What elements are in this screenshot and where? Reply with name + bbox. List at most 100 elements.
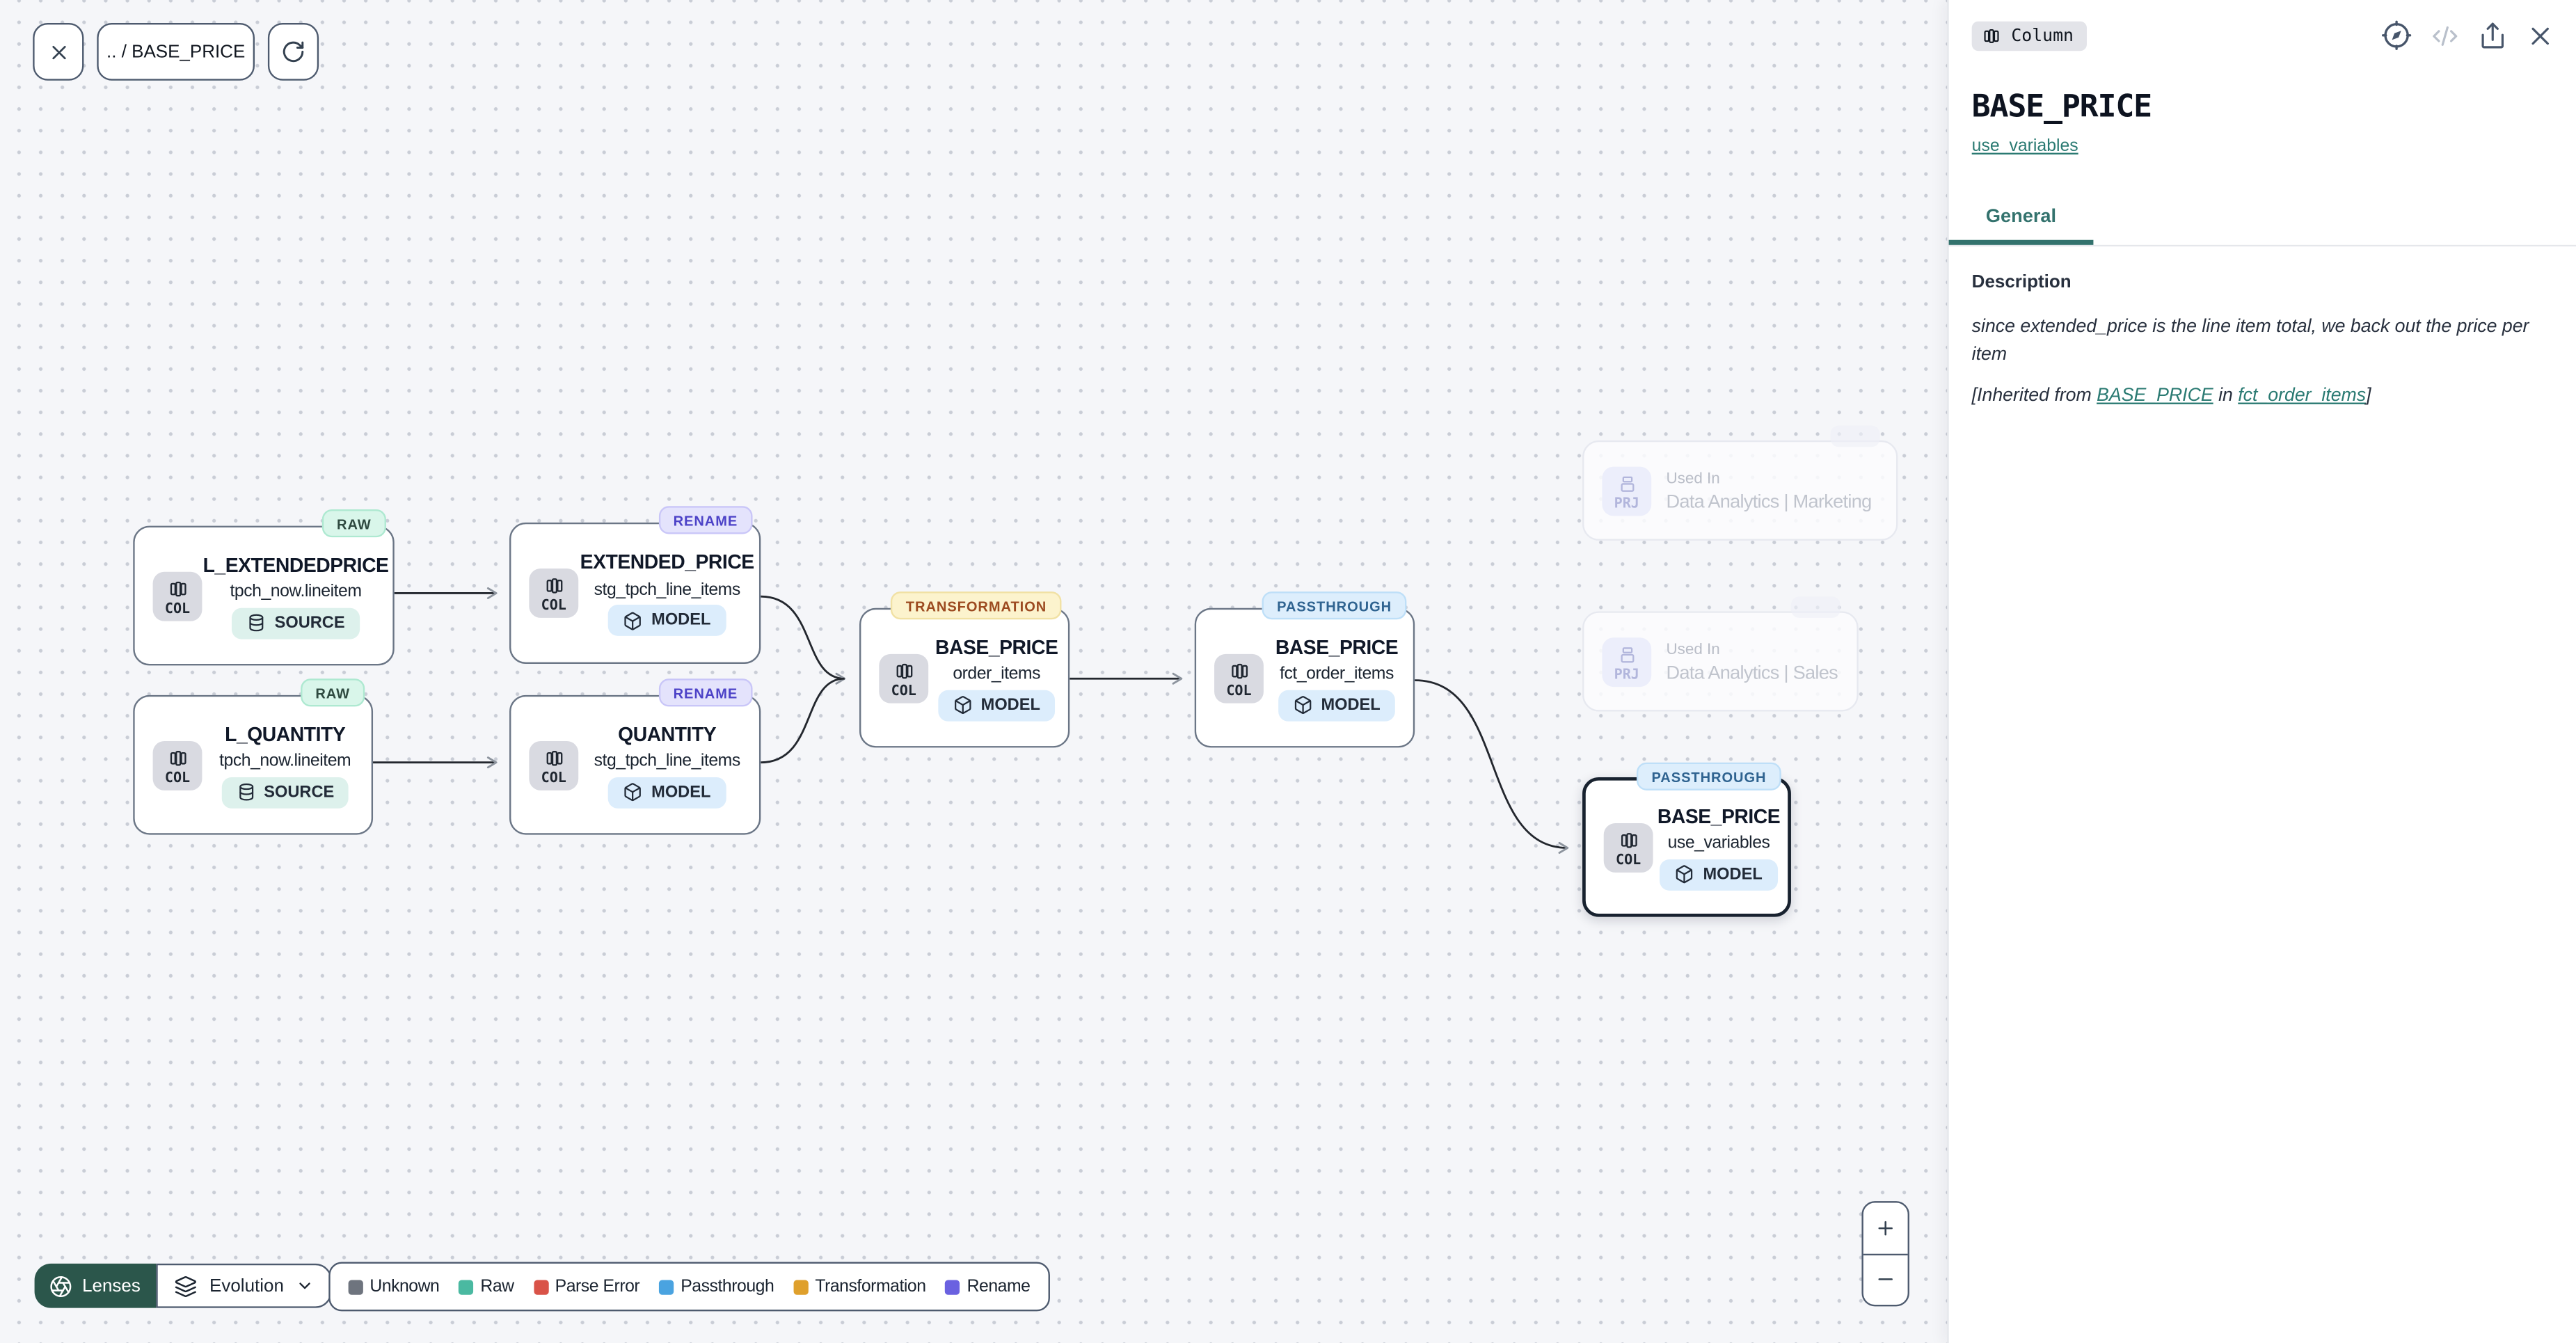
database-icon: [236, 782, 255, 802]
cube-icon: [623, 610, 643, 630]
panel-tabs: General: [1948, 197, 2576, 247]
node-kind-label: COL: [1615, 852, 1641, 868]
zoom-controls: [1861, 1201, 1909, 1307]
columns-icon: [543, 575, 564, 596]
breadcrumb-label: .. / BASE_PRICE: [106, 42, 246, 62]
node-title: EXTENDED_PRICE: [580, 550, 755, 574]
legend-item-parse-error: Parse Error: [533, 1277, 640, 1296]
breadcrumb[interactable]: .. / BASE_PRICE: [97, 23, 255, 81]
legend-swatch: [533, 1279, 549, 1294]
node-type-pill: SOURCE: [232, 607, 360, 639]
minus-icon: [1875, 1269, 1896, 1291]
close-icon: [47, 40, 70, 63]
node-kind-chip: COL: [1603, 822, 1653, 872]
close-lineage-button[interactable]: [33, 23, 84, 81]
node-type-label: MODEL: [1321, 696, 1381, 715]
lens-selector[interactable]: Evolution: [157, 1263, 332, 1308]
node-type-label: MODEL: [651, 611, 711, 630]
lens-controls: Lenses Evolution: [34, 1263, 332, 1308]
legend-item-rename: Rename: [945, 1276, 1031, 1297]
share-icon[interactable]: [2478, 21, 2508, 51]
close-icon[interactable]: [2525, 21, 2555, 51]
legend-swatch: [459, 1279, 474, 1294]
panel-actions: [2381, 19, 2555, 51]
compass-icon[interactable]: [2381, 19, 2412, 51]
description-text: since extended_price is the line item to…: [1971, 317, 2529, 365]
edge-extended_price-to-base_price_order_items: [761, 595, 846, 685]
node-badge-ghost: [1790, 596, 1840, 618]
node-type-pill: SOURCE: [221, 776, 349, 808]
legend-label: Passthrough: [681, 1276, 774, 1297]
node-type-label: MODEL: [651, 783, 711, 802]
node-kind-label: PRJ: [1614, 666, 1639, 683]
lineage-node-used_in_marketing[interactable]: PRJ Used In Data Analytics | Marketing: [1582, 425, 1898, 541]
legend-swatch: [945, 1279, 961, 1294]
columns-icon: [1228, 660, 1250, 681]
legend-label: Rename: [967, 1276, 1031, 1297]
zoom-in-button[interactable]: [1863, 1203, 1908, 1255]
node-subtitle: tpch_now.lineitem: [230, 581, 362, 602]
plus-icon: [1875, 1217, 1896, 1239]
node-title: BASE_PRICE: [1275, 635, 1399, 658]
model-link[interactable]: use_variables: [1971, 136, 2078, 157]
lenses-button[interactable]: Lenses: [34, 1263, 157, 1308]
used-in-label: Used In: [1666, 639, 1720, 658]
node-badge-ghost: [1830, 425, 1880, 447]
node-type-pill: MODEL: [1660, 858, 1778, 890]
inherited-column-link[interactable]: BASE_PRICE: [2097, 386, 2213, 406]
columns-icon: [543, 747, 564, 768]
node-kind-chip: PRJ: [1602, 466, 1652, 516]
node-kind-chip: COL: [529, 569, 579, 618]
node-subtitle: stg_tpch_line_items: [594, 579, 741, 599]
node-kind-chip: COL: [1214, 653, 1264, 703]
columns-icon: [1618, 829, 1639, 850]
code-icon[interactable]: [2431, 21, 2460, 51]
node-title: L_QUANTITY: [225, 722, 346, 745]
node-badge-passthrough: PASSTHROUGH: [1262, 591, 1407, 620]
node-type-pill: MODEL: [608, 604, 726, 636]
node-type-label: MODEL: [1703, 865, 1763, 884]
node-kind-chip: COL: [152, 740, 202, 790]
node-badge-transformation: TRANSFORMATION: [891, 591, 1062, 620]
node-subtitle: use_variables: [1667, 833, 1770, 853]
used-in-label: Used In: [1666, 469, 1720, 488]
columns-icon: [893, 660, 914, 681]
node-kind-label: PRJ: [1614, 495, 1639, 512]
entity-type-label: Column: [2011, 25, 2074, 45]
node-type-label: MODEL: [980, 696, 1040, 715]
description-heading: Description: [1971, 272, 2072, 293]
node-subtitle: fct_order_items: [1280, 664, 1394, 684]
aperture-icon: [49, 1274, 72, 1297]
lenses-button-label: Lenses: [82, 1276, 141, 1296]
legend-item-passthrough: Passthrough: [659, 1276, 774, 1297]
node-title: BASE_PRICE: [1657, 804, 1781, 827]
node-subtitle: stg_tpch_line_items: [594, 751, 741, 771]
inherited-model-link[interactable]: fct_order_items: [2238, 386, 2367, 406]
tab-general[interactable]: General: [1948, 197, 2094, 245]
node-title: Data Analytics | Marketing: [1666, 492, 1872, 512]
columns-icon: [167, 747, 189, 768]
node-kind-label: COL: [1226, 683, 1252, 699]
zoom-out-button[interactable]: [1863, 1255, 1908, 1305]
legend-label: Transformation: [815, 1276, 926, 1297]
refresh-button[interactable]: [267, 23, 319, 81]
node-type-pill: MODEL: [608, 776, 726, 808]
node-type-label: SOURCE: [264, 783, 335, 802]
node-title: BASE_PRICE: [935, 635, 1058, 658]
legend-swatch: [348, 1279, 363, 1294]
node-subtitle: order_items: [953, 664, 1041, 684]
